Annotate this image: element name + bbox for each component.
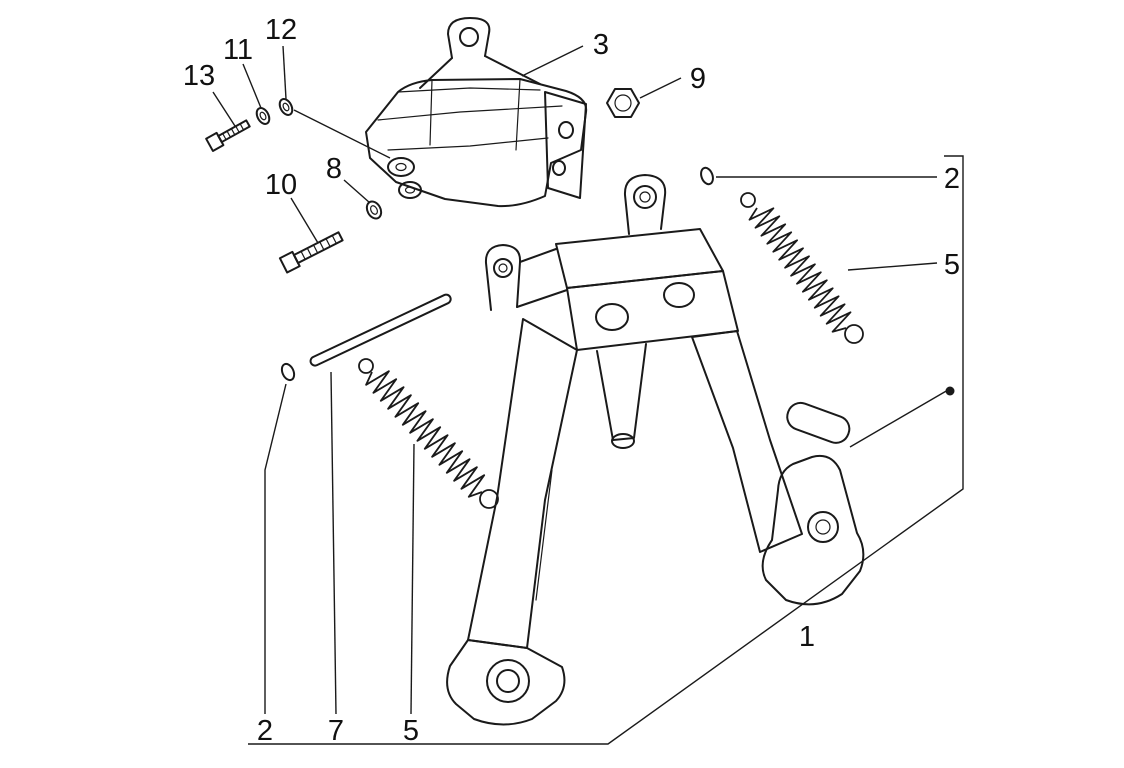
part-nut-9 — [606, 88, 640, 118]
part-washer-8 — [365, 200, 383, 220]
part-spring-5-center — [358, 358, 499, 509]
spring-hook — [740, 192, 756, 208]
leader-bracket-1 — [248, 155, 964, 745]
callout-2-bottom: 2 — [257, 715, 273, 747]
leader-12 — [282, 45, 287, 100]
leader-8 — [343, 179, 371, 204]
callout-1: 1 — [799, 621, 815, 653]
callout-13: 13 — [183, 60, 215, 92]
part-spring-5-right — [740, 192, 864, 344]
part-ring-2-right — [700, 166, 714, 186]
leader-11 — [242, 63, 262, 109]
bracket-tab-hole — [459, 27, 479, 47]
leader-3 — [521, 45, 584, 77]
stand-pedal — [786, 401, 851, 444]
bracket-pivot-boss — [387, 157, 415, 177]
part-washer-11 — [255, 107, 271, 125]
leader-dot — [945, 386, 955, 396]
callout-11: 11 — [223, 34, 253, 66]
callout-9: 9 — [690, 63, 706, 95]
leader-2-bottom — [264, 383, 287, 714]
spring-loop — [844, 324, 864, 344]
part-stand-1 — [446, 174, 865, 726]
leader-lines — [212, 45, 964, 745]
callout-7-bottom: 7 — [328, 715, 344, 747]
leader-13 — [212, 91, 236, 127]
callout-10: 10 — [265, 169, 297, 201]
leader-7-bottom — [330, 371, 337, 715]
leader-12-to-bracket — [293, 109, 391, 159]
callout-12: 12 — [265, 14, 297, 46]
spring-loop — [479, 489, 499, 509]
leader-10 — [290, 197, 319, 244]
part-bolt-13 — [205, 119, 251, 152]
bracket-strap — [544, 91, 587, 199]
stand-left-foot — [446, 639, 566, 726]
part-bracket-3 — [365, 17, 588, 208]
callout-5-right: 5 — [944, 249, 960, 281]
leader-9 — [639, 77, 682, 99]
part-ring-2-left — [280, 362, 296, 382]
part-bolt-10 — [278, 231, 344, 274]
leader-5-right — [847, 262, 938, 271]
callout-2-right: 2 — [944, 163, 960, 195]
leader-1-dot — [849, 389, 949, 448]
callout-labels: 13 11 12 3 9 10 8 2 5 1 2 7 5 — [183, 14, 960, 747]
callout-3: 3 — [593, 29, 609, 61]
crossbar-hole — [663, 282, 695, 308]
callout-5-bottom: 5 — [403, 715, 419, 747]
part-pin-7 — [309, 293, 452, 367]
spring-hook — [358, 358, 374, 374]
stand-right-foot — [761, 454, 865, 606]
part-washer-12 — [278, 98, 294, 116]
crossbar-hole — [595, 303, 629, 331]
callout-8: 8 — [326, 153, 342, 185]
leader-5-bottom — [410, 443, 415, 715]
